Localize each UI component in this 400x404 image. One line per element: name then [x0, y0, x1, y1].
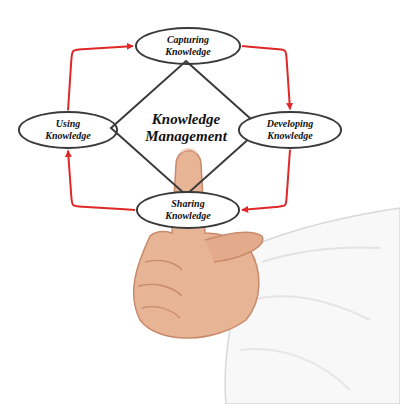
step-label: Sharing Knowledge	[157, 198, 219, 221]
cycle-arrow	[242, 46, 290, 109]
cycle-arrow	[68, 151, 135, 210]
cycle-arrow	[68, 46, 133, 110]
step-label: Using Knowledge	[37, 118, 99, 141]
step-label: Developing Knowledge	[259, 118, 321, 141]
step-label: Capturing Knowledge	[157, 34, 219, 57]
cycle-arrow	[242, 150, 290, 210]
process-ellipse: Sharing Knowledge	[136, 191, 240, 228]
process-ellipse: Using Knowledge	[18, 111, 118, 148]
process-ellipse: Developing Knowledge	[238, 111, 342, 148]
process-ellipse: Capturing Knowledge	[135, 27, 241, 64]
center-title: Knowledge Management	[136, 111, 236, 146]
